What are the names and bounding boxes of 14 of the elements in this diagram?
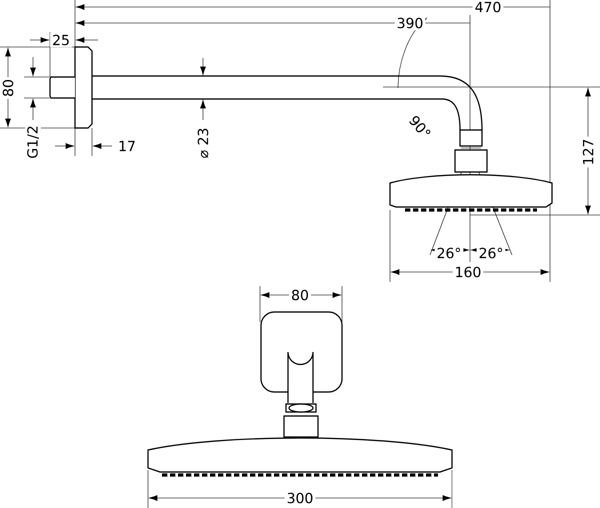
dimension-label: ⌀ 23 xyxy=(196,126,210,160)
dimension-label: 300 xyxy=(284,490,316,506)
dimension-label: 25 xyxy=(50,32,72,48)
dimension-label: 127 xyxy=(580,136,596,168)
dimension-label: 470 xyxy=(472,0,504,14)
dimension-label: G1/2 xyxy=(25,123,41,161)
dimension-label: 390 xyxy=(394,16,426,30)
dimension-label: 160 xyxy=(452,264,484,280)
dimension-label: 26° xyxy=(476,246,506,260)
dimension-label: 80 xyxy=(289,288,311,302)
dimension-label: 80 xyxy=(0,77,16,99)
dimension-label: 26° xyxy=(434,246,464,260)
dimension-label: 90° xyxy=(405,111,435,143)
dimension-label: 17 xyxy=(116,138,138,154)
